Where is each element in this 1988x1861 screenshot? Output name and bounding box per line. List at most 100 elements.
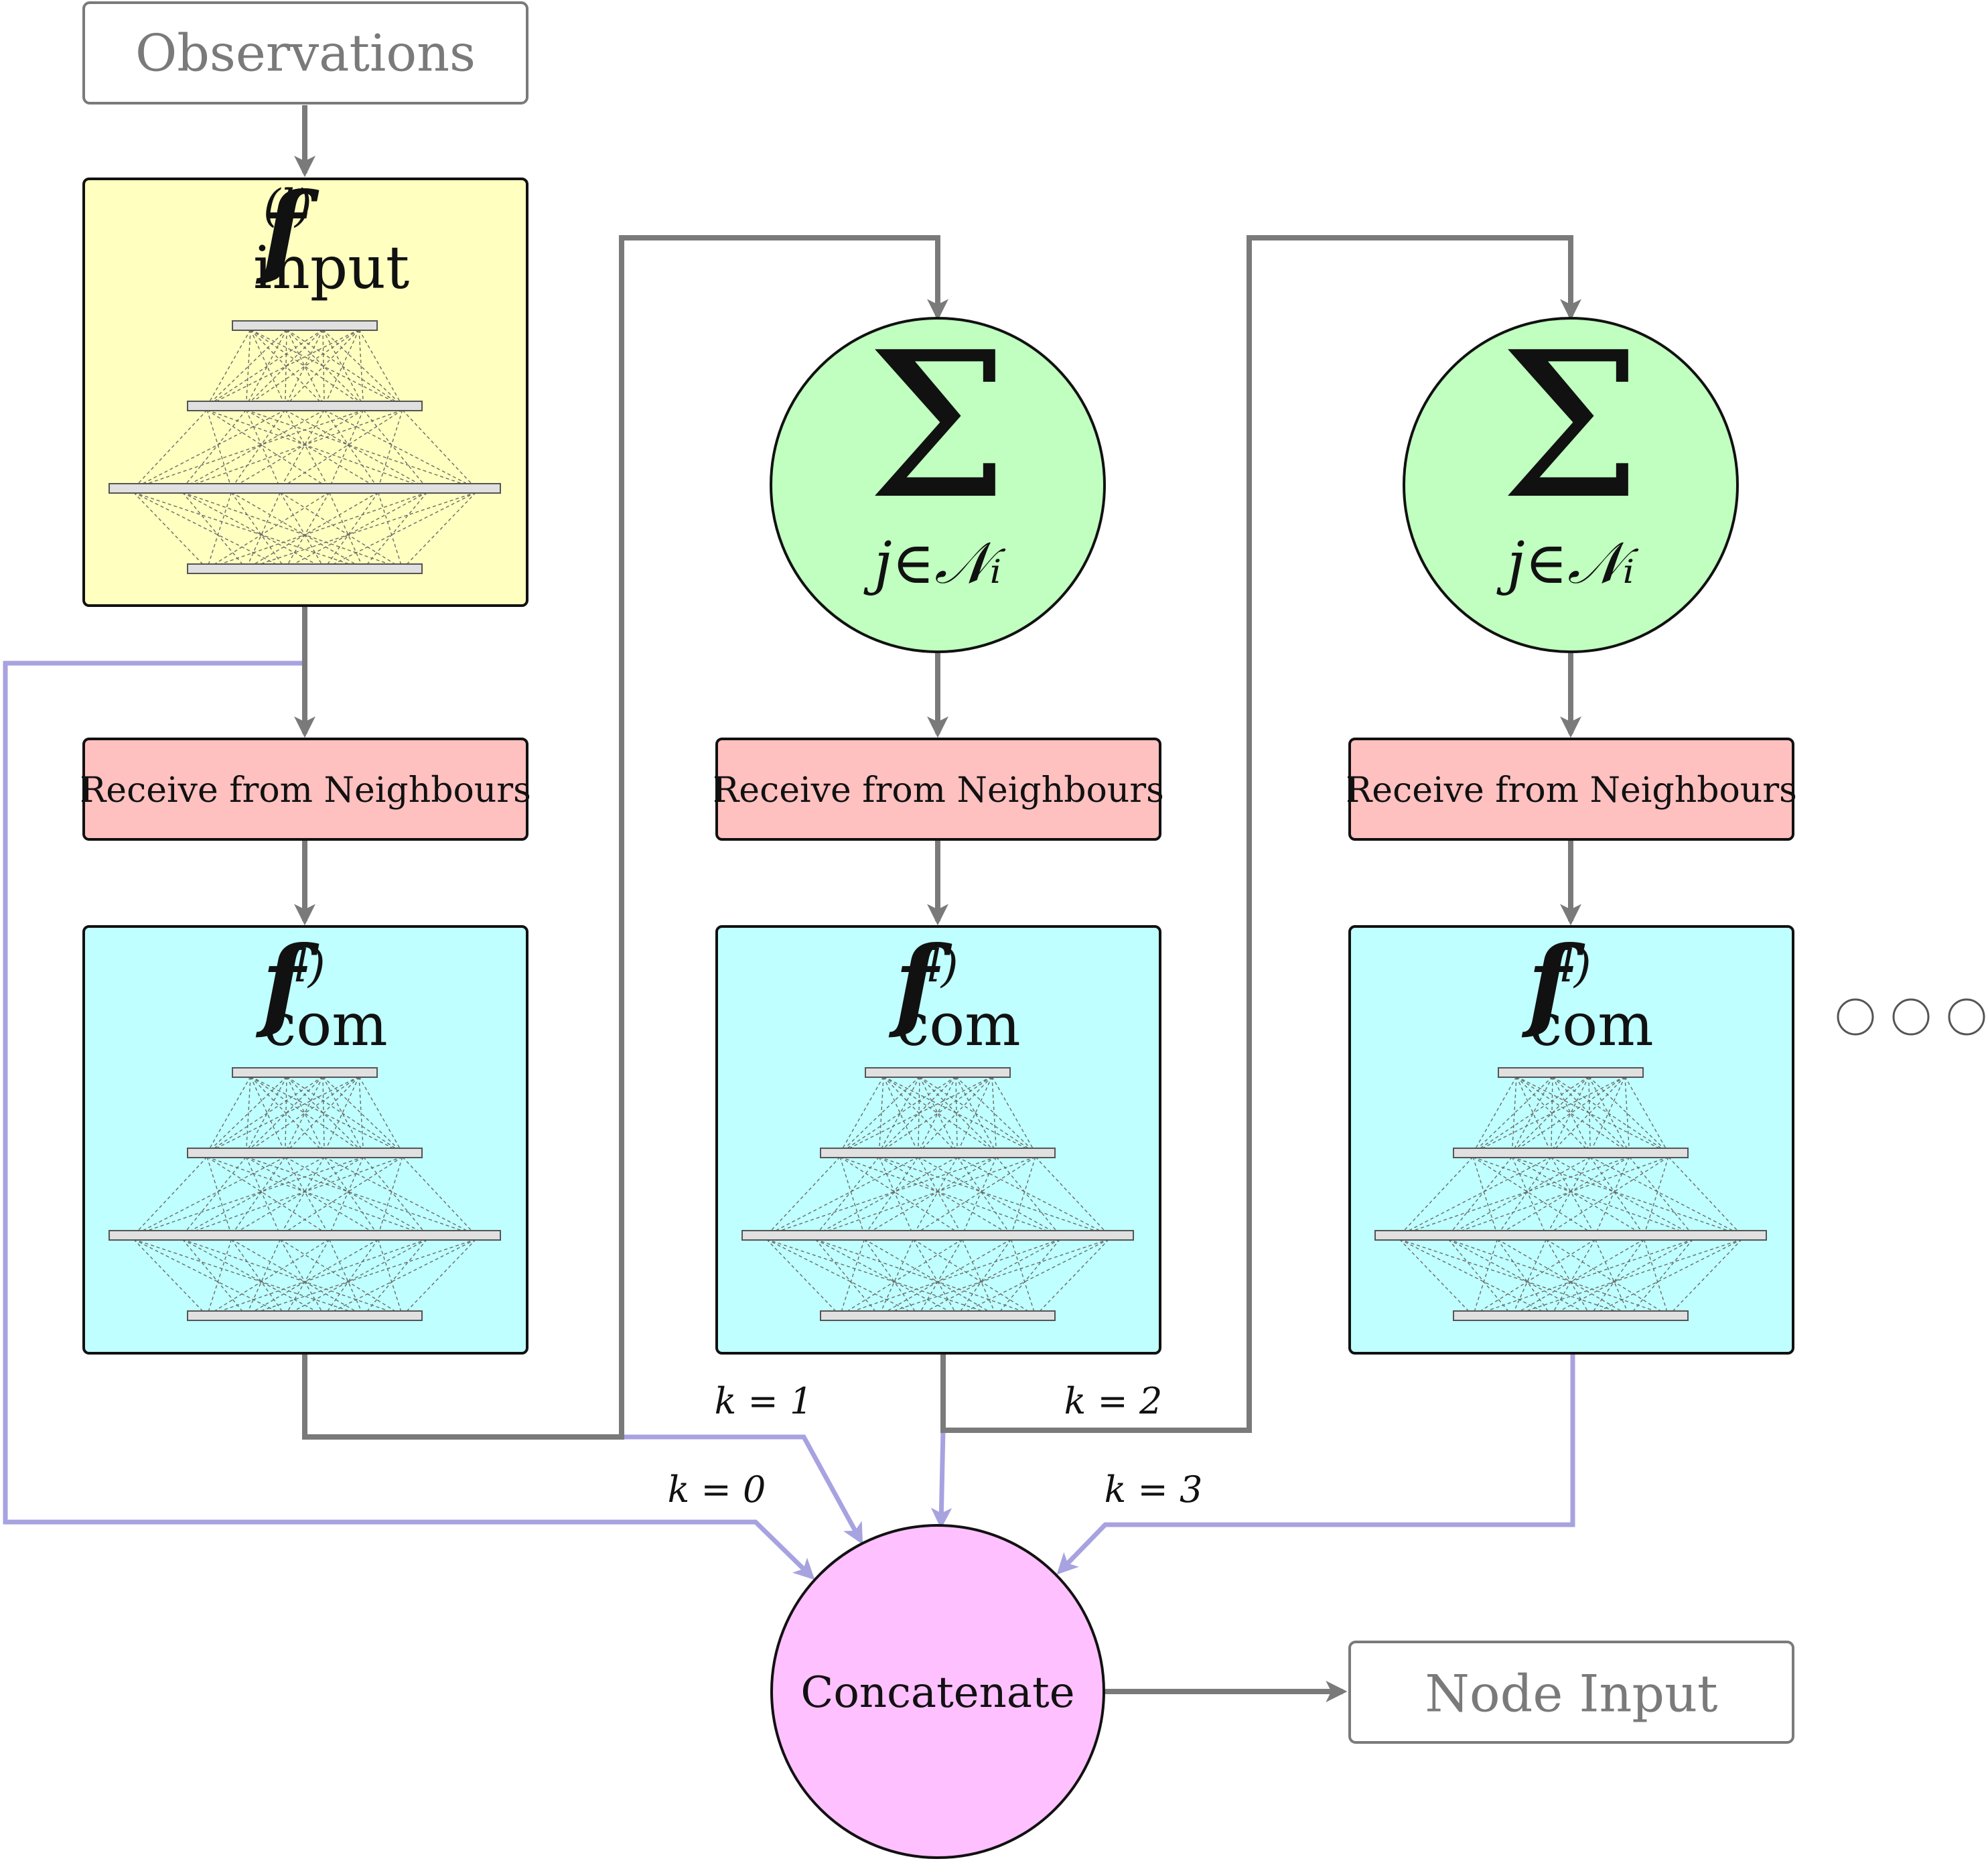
nn-edge [324, 329, 360, 407]
nn-edge [206, 492, 232, 569]
k0-label: k = 0 [668, 1468, 766, 1511]
nn-edge [328, 492, 364, 569]
nn-edge [879, 1156, 1011, 1236]
nn-edge [1594, 1156, 1630, 1236]
sum2-sigma: Σ [1500, 309, 1642, 543]
nn-edge [1512, 1239, 1742, 1316]
nn-edge [878, 1239, 914, 1316]
nn-layer-bar [187, 401, 423, 411]
nn-edge [133, 409, 364, 489]
com2-network-graphic [741, 1067, 1134, 1321]
nn-edge [324, 1156, 379, 1236]
nn-edge [864, 1156, 997, 1236]
nn-edge [766, 1156, 997, 1236]
com1-to-sum1-route [302, 235, 948, 1440]
nn-layer-bar [187, 563, 423, 574]
node-input-label: Node Input [1425, 1664, 1717, 1724]
nn-edge [1589, 1076, 1626, 1154]
nn-edge [815, 1156, 958, 1236]
nn-edge [285, 1076, 287, 1154]
nn-edge [1472, 1076, 1517, 1154]
nn-edge [231, 1156, 364, 1236]
nn-edge [1551, 1239, 1693, 1316]
nn-edge [245, 1076, 287, 1154]
nn-edge [1516, 1076, 1669, 1154]
nn-edge [246, 1156, 378, 1236]
nn-edge [1628, 1239, 1694, 1316]
nn-edge [1399, 1239, 1552, 1316]
nn-edge [1545, 1239, 1591, 1316]
k2-connector [930, 1430, 952, 1529]
nn-edge [912, 1156, 958, 1236]
nn-edge [246, 1239, 476, 1316]
nn-edge [280, 1156, 403, 1236]
nn-edge [1624, 1076, 1630, 1154]
nn-layer-bar [1374, 1230, 1767, 1241]
com3-network-graphic [1374, 1067, 1767, 1321]
nn-edge [766, 1239, 919, 1316]
nn-edge [245, 1239, 281, 1316]
nn-edge [250, 329, 286, 407]
com1-subscript: com [263, 990, 388, 1059]
nn-edge [358, 329, 364, 407]
nn-edge [919, 1076, 958, 1154]
nn-layer-bar [820, 1148, 1056, 1158]
nn-edge [912, 1239, 958, 1316]
nn-edge [1551, 1076, 1589, 1154]
nn-edge [285, 492, 330, 569]
nn-edge [133, 1239, 286, 1316]
nn-edge [322, 1076, 403, 1154]
nn-edge [133, 1156, 286, 1236]
nn-edge [839, 1076, 884, 1154]
nn-edge [206, 1239, 232, 1316]
nn-edge [919, 1076, 1036, 1154]
nn-edge [864, 1239, 997, 1316]
nn-edge [279, 409, 325, 489]
nn-edge [285, 1076, 324, 1154]
input-subscript: input [253, 233, 409, 302]
nn-edge [286, 329, 403, 407]
sum1-subscript: j∈𝒩ᵢ [863, 530, 1006, 597]
nn-edge [362, 492, 428, 569]
nn-edge [1643, 1156, 1669, 1236]
nn-edge [280, 409, 403, 489]
nn-edge [815, 1239, 1036, 1316]
nn-edge [362, 409, 428, 489]
nn-edge [245, 1156, 281, 1236]
nn-edge [245, 409, 281, 489]
com-network-block-2: f (l) com [715, 924, 1161, 1355]
nn-edge [1551, 1156, 1596, 1236]
nn-edge [231, 409, 364, 489]
sum-node-1: Σ j∈𝒩ᵢ [770, 309, 1106, 653]
nn-edge [1448, 1156, 1591, 1236]
nn-edge [1448, 1156, 1669, 1236]
nn-edge [182, 492, 403, 569]
nn-edge [955, 1076, 1036, 1154]
nn-edge [328, 1156, 364, 1236]
nn-edge [133, 409, 286, 489]
nn-edge [955, 1076, 958, 1154]
nn-edge [814, 1239, 880, 1316]
nn-edge [182, 1156, 247, 1236]
nn-edge [230, 409, 286, 489]
nn-edge [377, 492, 403, 569]
nn-edge [230, 1156, 286, 1236]
nn-edge [814, 1156, 880, 1236]
nn-edge [206, 1076, 324, 1154]
nn-edge [1588, 1076, 1669, 1154]
nn-edge [1516, 1076, 1630, 1154]
concatenate-node: Concatenate [770, 1524, 1105, 1859]
nn-layer-bar [187, 1310, 423, 1321]
continuation-dots [1837, 998, 1985, 1036]
com-network-block-3: f (l) com [1348, 924, 1794, 1355]
nn-edge [1589, 1239, 1742, 1316]
nn-edge [1512, 1156, 1742, 1236]
nn-edge [377, 1156, 403, 1236]
nn-edge [182, 492, 247, 569]
nn-edge [879, 1076, 993, 1154]
nn-edge [322, 1076, 364, 1154]
nn-edge [863, 1156, 919, 1236]
nn-edge [1497, 1239, 1630, 1316]
nn-edge [991, 1076, 1036, 1154]
